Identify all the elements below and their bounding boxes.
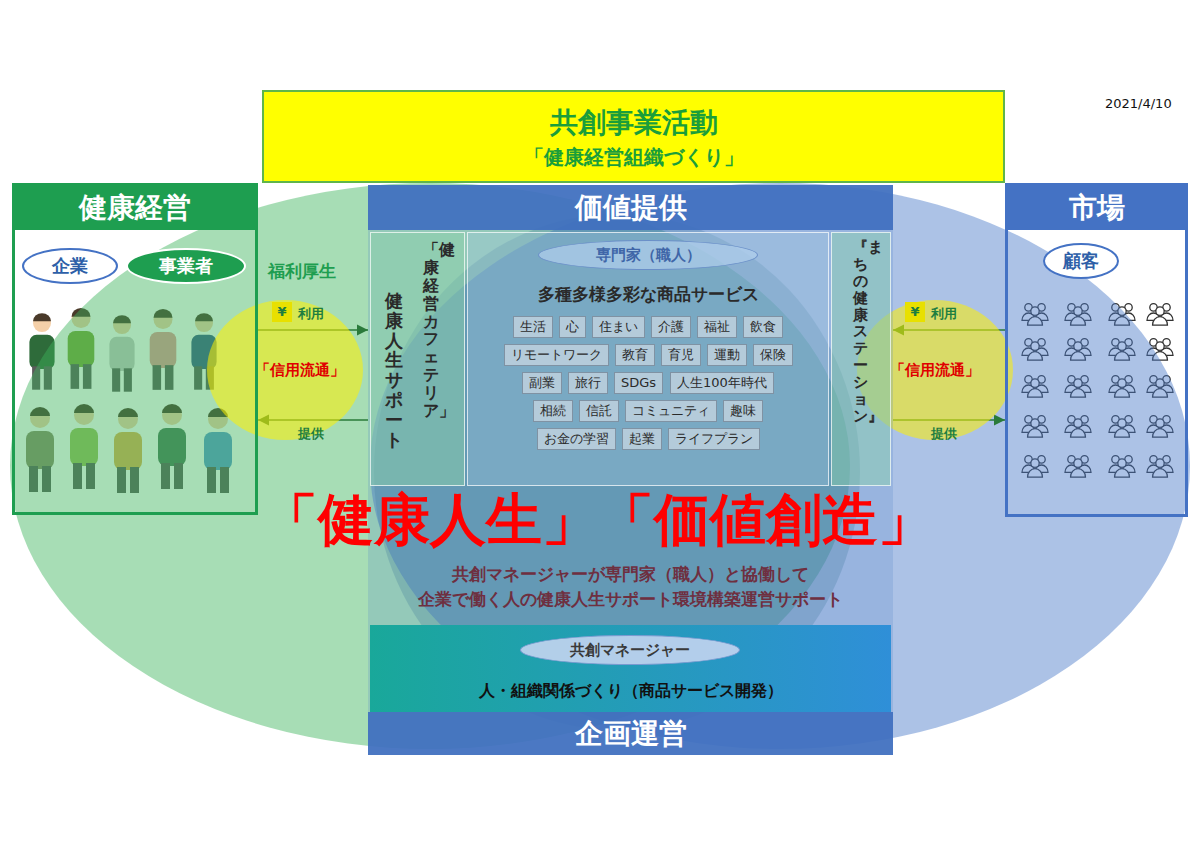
node-text: 共創マネージャーが専門家（職人）と協働して 企業で働く人の健康人生サポート環境構… bbox=[375, 562, 886, 611]
node-text: 趣味 bbox=[730, 401, 756, 421]
node-text: お金の学習 bbox=[544, 429, 609, 449]
node-text: 教育 bbox=[622, 345, 648, 365]
node-text: コミュニティ bbox=[632, 401, 710, 421]
node-text: 市場 bbox=[1008, 186, 1185, 230]
health-management-panel: 健康経営企業事業者 bbox=[12, 183, 258, 515]
service-tag: ライフプラン bbox=[668, 428, 760, 450]
node-text: 「健康経営組織づくり」 bbox=[264, 144, 1003, 171]
service-tag: コミュニティ bbox=[625, 400, 717, 422]
node-text: 飲食 bbox=[750, 317, 776, 337]
service-tag: 生活 bbox=[513, 316, 553, 338]
node-text: 運動 bbox=[714, 345, 740, 365]
blue-ellipse bbox=[370, 183, 1190, 749]
node-text: 人生100年時代 bbox=[677, 373, 767, 393]
yen-mark: ¥ bbox=[272, 302, 292, 322]
node-text: 起業 bbox=[629, 429, 655, 449]
node-text: 企画運営 bbox=[368, 712, 893, 755]
service-tag: 介護 bbox=[651, 316, 691, 338]
ellipse-fill bbox=[207, 300, 363, 440]
node-text: リモートワーク bbox=[511, 345, 602, 365]
node-text: 専門家（職人） bbox=[539, 241, 757, 269]
node-text: 信託 bbox=[586, 401, 612, 421]
node-text: 顧客 bbox=[1045, 245, 1117, 277]
expert-oval: 専門家（職人） bbox=[538, 240, 758, 270]
product-service-box: 多種多様多彩な商品サービス 専門家（職人） 生活心住まい介護福祉飲食リモートワーク教… bbox=[467, 232, 829, 486]
slogan-text: 「健康人生」「価値創造」 bbox=[262, 486, 934, 553]
node-text: 副業 bbox=[529, 373, 555, 393]
node-text: 心 bbox=[566, 317, 579, 337]
service-tag: 育児 bbox=[661, 344, 701, 366]
relationship-band: 人・組織関係づくり（商品サービス開発） 共創マネージャー bbox=[370, 625, 891, 712]
node-text: 福祉 bbox=[704, 317, 730, 337]
service-tag: 相続 bbox=[533, 400, 573, 422]
service-tag: 旅行 bbox=[568, 372, 608, 394]
cafeteria-column: 「健康経営カフェテリア」 健康人生サポート bbox=[370, 232, 465, 486]
welfare-label: 福利厚生 bbox=[268, 260, 336, 283]
node-text: 住まい bbox=[599, 317, 638, 337]
node-text: 健康経営 bbox=[15, 186, 255, 230]
service-tag: 人生100年時代 bbox=[670, 372, 774, 394]
value-provision-panel: 価値提供共創マネージャーが専門家（職人）と協働して 企業で働く人の健康人生サポー… bbox=[368, 185, 893, 755]
planning-band: 企画運営 bbox=[368, 712, 893, 755]
yen-mark: ¥ bbox=[905, 302, 925, 322]
service-tag: 保険 bbox=[753, 344, 793, 366]
node-text: 共創マネージャー bbox=[521, 636, 739, 664]
ellipse-fill bbox=[857, 300, 1013, 440]
node-text: 企業 bbox=[24, 250, 116, 282]
service-tag: お金の学習 bbox=[537, 428, 616, 450]
service-tag: 趣味 bbox=[723, 400, 763, 422]
node-text: 相続 bbox=[540, 401, 566, 421]
service-tag: 飲食 bbox=[743, 316, 783, 338]
node-text: 事業者 bbox=[128, 250, 244, 282]
service-tag: 起業 bbox=[622, 428, 662, 450]
company-oval: 企業 bbox=[22, 248, 118, 284]
service-tag: 住まい bbox=[592, 316, 645, 338]
node-text: 共創事業活動 bbox=[264, 104, 1003, 142]
service-tag: 福祉 bbox=[697, 316, 737, 338]
node-text: ライフプラン bbox=[675, 429, 753, 449]
date-label: 2021/4/10 bbox=[1105, 96, 1172, 111]
node-text: 生活 bbox=[520, 317, 546, 337]
service-tag: 副業 bbox=[522, 372, 562, 394]
node-text: 多種多様多彩な商品サービス bbox=[468, 283, 828, 306]
node-text: 旅行 bbox=[575, 373, 601, 393]
edge-label: 提供 bbox=[298, 425, 324, 443]
node-text: SDGs bbox=[621, 373, 656, 393]
node-text: 『まちの健康ステーション』 bbox=[853, 239, 868, 425]
node-text: 人・組織関係づくり（商品サービス開発） bbox=[370, 681, 891, 702]
node-text: 健康人生サポート bbox=[385, 291, 403, 449]
service-tag: 教育 bbox=[615, 344, 655, 366]
town-station-column: 『まちの健康ステーション』 bbox=[831, 232, 891, 486]
business-oval: 事業者 bbox=[126, 248, 246, 284]
node-text: 介護 bbox=[658, 317, 684, 337]
service-tag: 信託 bbox=[579, 400, 619, 422]
node-text: 保険 bbox=[760, 345, 786, 365]
title-box: 共創事業活動「健康経営組織づくり」 bbox=[262, 90, 1005, 183]
edge-label: 利用 bbox=[931, 305, 957, 323]
customer-oval: 顧客 bbox=[1043, 243, 1119, 279]
edge-label: 提供 bbox=[931, 425, 957, 443]
node-text: 「健康経営カフェテリア」 bbox=[423, 241, 439, 420]
service-tag: リモートワーク bbox=[504, 344, 609, 366]
service-tag: 運動 bbox=[707, 344, 747, 366]
node-text: 価値提供 bbox=[368, 185, 893, 230]
service-tag: SDGs bbox=[614, 372, 663, 394]
edge-label: 利用 bbox=[298, 305, 324, 323]
market-panel: 市場顧客 bbox=[1005, 183, 1188, 517]
node-text: 育児 bbox=[668, 345, 694, 365]
manager-oval: 共創マネージャー bbox=[520, 635, 740, 665]
service-tag: 心 bbox=[559, 316, 586, 338]
